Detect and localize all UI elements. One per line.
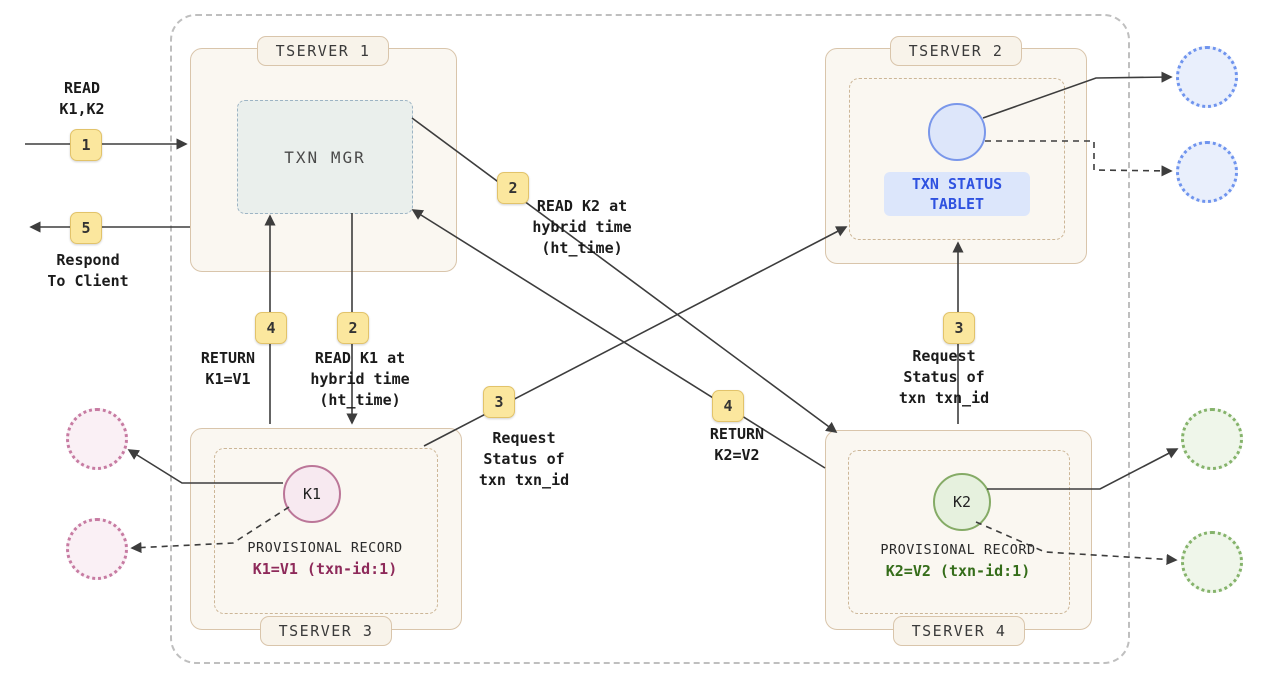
replica-node-pink-1 [66,408,128,470]
k1-tablet-circle: K1 [283,465,341,523]
label-request-status-left: Request Status of txn txn_id [478,429,570,489]
tserver4-tablet-region [848,450,1070,614]
replica-node-blue-2 [1176,141,1238,203]
arrow-k2-replication-solid [987,448,1179,490]
replica-node-blue-1 [1176,46,1238,108]
k2-provisional-record-title: PROVISIONAL RECORD [880,542,1036,558]
k2-tablet-circle: K2 [933,473,991,531]
arrow-tablet2-replication-solid [982,71,1173,119]
cluster-boundary [170,14,1130,664]
txn-mgr-box: TXN MGR [237,100,413,214]
tserver4-name: TSERVER 4 [911,622,1007,640]
step-badge-2-read-k2: 2 [497,172,529,204]
txn-status-tablet-label: TXN STATUS TABLET [884,172,1030,216]
tserver2-tab: TSERVER 2 [890,36,1022,66]
tserver3-box [190,428,462,630]
replica-node-green-1 [1181,408,1243,470]
k2-label: K2 [952,493,972,511]
k2-provisional-record-value: K2=V2 (txn-id:1) [885,562,1031,580]
step-badge-4-return-k2: 4 [712,390,744,422]
tserver1-name: TSERVER 1 [275,42,371,60]
step-badge-3-right: 3 [943,312,975,344]
tserver1-tab: TSERVER 1 [257,36,389,66]
label-return-k2: RETURN K2=V2 [709,425,765,464]
arrow-k1-replication-solid [127,449,283,484]
label-respond-to-client: Respond To Client [47,251,129,290]
txn-mgr-label: TXN MGR [284,147,366,167]
tserver3-tablet-region [214,448,438,614]
arrow-k2-replication-dashed [975,521,1178,566]
k1-provisional-record-title: PROVISIONAL RECORD [247,540,403,556]
tserver2-tablet-region [849,78,1065,240]
k1-provisional-record-value: K1=V1 (txn-id:1) [252,560,398,578]
step-badge-2-read-k1: 2 [337,312,369,344]
replica-node-pink-2 [66,518,128,580]
replica-node-green-2 [1181,531,1243,593]
tserver3-name: TSERVER 3 [278,622,374,640]
k1-label: K1 [302,485,322,503]
tserver2-name: TSERVER 2 [908,42,1004,60]
step-badge-5: 5 [70,212,102,244]
txn-status-tablet-circle [928,103,986,161]
arrow-read-k2-to-tserver4 [411,117,838,433]
label-read-k2: READ K2 at hybrid time (ht_time) [532,197,632,257]
step-badge-3-left: 3 [483,386,515,418]
label-request-status-right: Request Status of txn txn_id [898,347,990,407]
step-badge-4-return-k1: 4 [255,312,287,344]
tserver3-tab: TSERVER 3 [260,616,392,646]
tserver4-tab: TSERVER 4 [893,616,1025,646]
label-read-k1: READ K1 at hybrid time (ht_time) [310,349,410,409]
arrow-return-k2-to-txnmgr [411,209,826,469]
step-badge-1: 1 [70,129,102,161]
label-return-k1: RETURN K1=V1 [200,349,256,388]
arrow-k1-replication-dashed [130,506,290,554]
arrow-tablet2-replication-dashed [985,140,1173,177]
label-client-read-request: READ K1,K2 [59,79,105,118]
